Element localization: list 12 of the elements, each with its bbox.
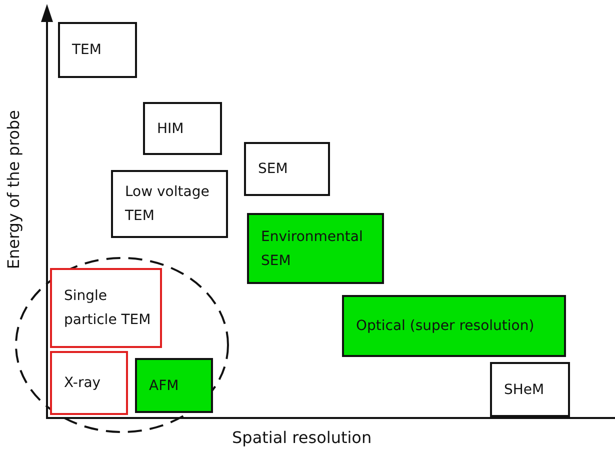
technique-box: Single particle TEM	[50, 268, 162, 348]
technique-box: Environmental SEM	[247, 213, 384, 284]
technique-box: Optical (super resolution)	[342, 295, 566, 357]
axis-title: Energy of the probe	[4, 110, 23, 270]
technique-box: HIM	[143, 102, 222, 155]
technique-box: SHeM	[490, 362, 570, 417]
axis-title: Spatial resolution	[232, 428, 372, 447]
technique-box: SEM	[244, 142, 330, 196]
technique-box: X-ray	[50, 351, 128, 415]
technique-box: AFM	[135, 358, 213, 413]
technique-box: Low voltage TEM	[111, 170, 228, 238]
technique-box: TEM	[58, 22, 137, 78]
